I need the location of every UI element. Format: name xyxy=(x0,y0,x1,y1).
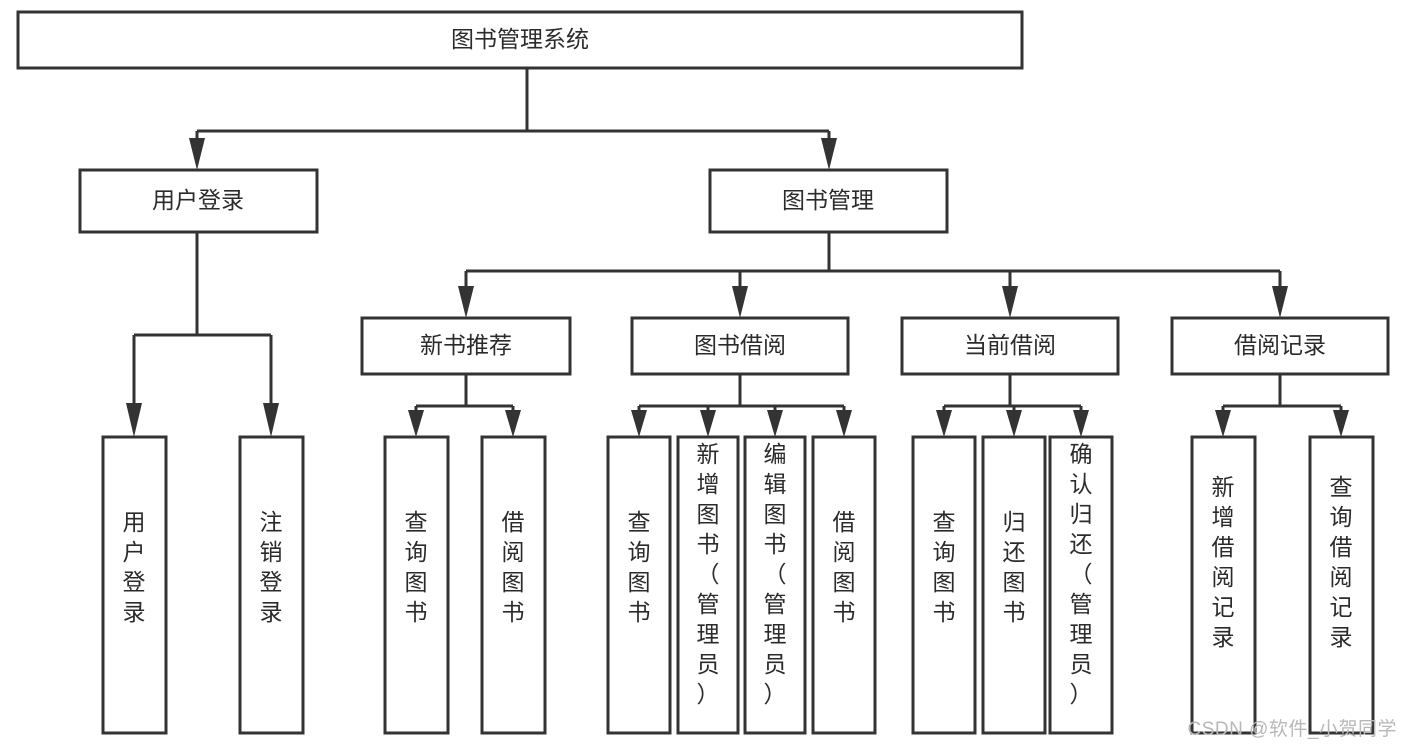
arrowhead-return-book xyxy=(1006,410,1022,437)
node-book-management-label: 图书管理 xyxy=(782,187,874,213)
leaf-logout[interactable]: 注销登录 xyxy=(238,435,305,735)
node-current-borrow-label: 当前借阅 xyxy=(964,332,1056,358)
arrowhead-leaf-userlogin xyxy=(126,403,142,437)
leaf-query-book-current-box[interactable] xyxy=(911,435,977,735)
arrowhead-newbook xyxy=(458,286,474,318)
arrowhead-current xyxy=(1002,286,1018,318)
arrowhead-add-record xyxy=(1215,410,1231,437)
node-borrow-record-label: 借阅记录 xyxy=(1234,332,1326,358)
node-root-label: 图书管理系统 xyxy=(451,26,589,52)
nodes-layer: 图书管理系统 用户登录 图书管理 新书推荐 图书借阅 xyxy=(16,10,1390,735)
leaf-edit-book-admin[interactable]: 编辑图书（管理员） xyxy=(743,435,807,735)
node-user-login-label: 用户登录 xyxy=(152,187,244,213)
node-book-borrow[interactable]: 图书借阅 xyxy=(630,316,850,376)
leaf-logout-box[interactable] xyxy=(238,435,305,735)
leaf-confirm-return-admin[interactable]: 确认归还（管理员） xyxy=(1048,435,1114,735)
leaf-borrow-book[interactable]: 借阅图书 xyxy=(811,435,877,735)
leaf-query-book-borrow[interactable]: 查询图书 xyxy=(606,435,672,735)
arrowhead-borrow xyxy=(732,286,748,318)
leaf-return-book-label: 归还图书 xyxy=(1003,509,1026,625)
arrowhead-edit-book xyxy=(767,410,783,437)
leaf-query-borrow-record-box[interactable] xyxy=(1308,435,1375,735)
leaf-query-book-recommend[interactable]: 查询图书 xyxy=(383,435,450,735)
node-new-book-recommend[interactable]: 新书推荐 xyxy=(360,316,572,376)
leaf-add-borrow-record[interactable]: 新增借阅记录 xyxy=(1190,435,1257,735)
arrowhead-query-book-1 xyxy=(408,410,424,437)
leaf-query-book-borrow-label: 查询图书 xyxy=(628,509,651,625)
arrowhead-borrow-book-2 xyxy=(836,410,852,437)
leaf-borrow-book-recommend[interactable]: 借阅图书 xyxy=(480,435,547,735)
node-book-management-box[interactable] xyxy=(708,168,949,234)
leaf-edit-book-admin-label: 编辑图书（管理员） xyxy=(764,441,787,707)
node-user-login-box[interactable] xyxy=(78,168,319,234)
leaf-add-book-admin-label: 新增图书（管理员） xyxy=(697,441,720,707)
leaf-logout-label: 注销登录 xyxy=(260,509,283,625)
leaf-borrow-book-recommend-box[interactable] xyxy=(480,435,547,735)
node-borrow-record-box[interactable] xyxy=(1170,316,1390,376)
arrowhead-query-record xyxy=(1333,410,1349,437)
leaf-user-login-box[interactable] xyxy=(101,435,168,735)
node-current-borrow-box[interactable] xyxy=(900,316,1120,376)
leaf-borrow-book-recommend-label: 借阅图书 xyxy=(502,509,525,625)
node-new-book-recommend-box[interactable] xyxy=(360,316,572,376)
arrowhead-borrow-book-1 xyxy=(505,410,521,437)
node-borrow-record[interactable]: 借阅记录 xyxy=(1170,316,1390,376)
leaf-add-borrow-record-label: 新增借阅记录 xyxy=(1212,474,1235,650)
node-new-book-recommend-label: 新书推荐 xyxy=(420,332,512,358)
leaf-confirm-return-admin-label: 确认归还（管理员） xyxy=(1070,441,1093,707)
leaf-query-book-recommend-box[interactable] xyxy=(383,435,450,735)
leaf-return-book-box[interactable] xyxy=(981,435,1047,735)
leaf-query-borrow-record[interactable]: 查询借阅记录 xyxy=(1308,435,1375,735)
arrowhead-bookmgmt xyxy=(821,138,837,170)
leaf-edit-book-admin-box[interactable] xyxy=(743,435,807,735)
node-root[interactable]: 图书管理系统 xyxy=(16,10,1024,70)
arrowhead-query-book-3 xyxy=(936,410,952,437)
leaf-query-book-current[interactable]: 查询图书 xyxy=(911,435,977,735)
arrowhead-add-book xyxy=(700,410,716,437)
leaf-borrow-book-label: 借阅图书 xyxy=(833,509,856,625)
arrowhead-confirm-return xyxy=(1073,410,1089,437)
arrowhead-record xyxy=(1272,286,1288,318)
leaf-add-book-admin[interactable]: 新增图书（管理员） xyxy=(676,435,740,735)
leaf-user-login-label: 用户登录 xyxy=(123,509,146,625)
leaf-query-borrow-record-label: 查询借阅记录 xyxy=(1330,474,1353,650)
arrowhead-query-book-2 xyxy=(631,410,647,437)
watermark: CSDN @软件_小贺同学 xyxy=(1187,719,1397,740)
node-user-login[interactable]: 用户登录 xyxy=(78,168,319,234)
node-book-borrow-label: 图书借阅 xyxy=(694,332,786,358)
leaf-return-book[interactable]: 归还图书 xyxy=(981,435,1047,735)
leaf-add-book-admin-box[interactable] xyxy=(676,435,740,735)
leaf-confirm-return-admin-box[interactable] xyxy=(1048,435,1114,735)
node-current-borrow[interactable]: 当前借阅 xyxy=(900,316,1120,376)
leaf-query-book-recommend-label: 查询图书 xyxy=(405,509,428,625)
leaf-user-login[interactable]: 用户登录 xyxy=(101,435,168,735)
arrowhead-userlogin xyxy=(189,138,205,170)
leaf-query-book-current-label: 查询图书 xyxy=(933,509,956,625)
leaf-query-book-borrow-box[interactable] xyxy=(606,435,672,735)
node-book-borrow-box[interactable] xyxy=(630,316,850,376)
leaf-add-borrow-record-box[interactable] xyxy=(1190,435,1257,735)
leaf-borrow-book-box[interactable] xyxy=(811,435,877,735)
node-book-management[interactable]: 图书管理 xyxy=(708,168,949,234)
arrowhead-leaf-logout xyxy=(263,403,279,437)
node-root-box[interactable] xyxy=(16,10,1024,70)
edges-layer xyxy=(126,68,1349,437)
